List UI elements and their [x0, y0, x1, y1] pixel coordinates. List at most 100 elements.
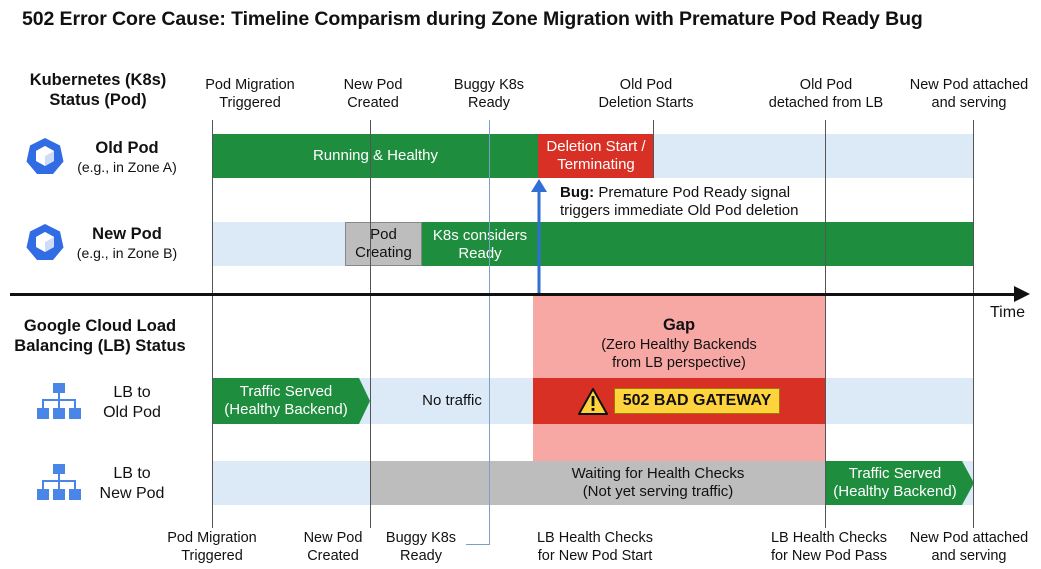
section-label-lb: Google Cloud Load Balancing (LB) Status [2, 316, 198, 356]
event-line: LB Health Checks [536, 530, 654, 546]
old-pod-terminating-segment: Deletion Start / Terminating [538, 134, 654, 178]
new-pod-creating-segment: Pod Creating [345, 222, 422, 266]
bug-annotation: Bug: Premature Pod Ready signal triggers… [560, 184, 798, 220]
bug-annotation-line: Bug: Premature Pod Ready signal [560, 184, 798, 202]
time-axis-arrowhead [1014, 286, 1030, 302]
top-event-new-pod-serving: New Pod attached and serving [899, 76, 1039, 112]
section-label-line: Google Cloud Load [23, 317, 177, 335]
kubernetes-cube-icon [26, 224, 64, 260]
old-pod-running-segment: Running & Healthy [213, 134, 538, 178]
row-label-lb-old-pod: LB to Old Pod [92, 383, 172, 423]
event-line: for New Pod Pass [770, 548, 888, 564]
segment-label: (Not yet serving traffic) [582, 483, 734, 500]
bottom-event-buggy-ready: Buggy K8s Ready [371, 529, 471, 565]
bottom-event-lb-checks-pass: LB Health Checks for New Pod Pass [754, 529, 904, 565]
buggy-ready-connector [466, 544, 490, 545]
top-event-migration: Pod Migration Triggered [170, 76, 330, 112]
event-line: Triggered [219, 95, 281, 111]
event-line: Ready [400, 548, 442, 564]
lb-new-waiting-segment: Waiting for Health Checks (Not yet servi… [371, 461, 825, 505]
segment-label: Ready [458, 245, 502, 262]
event-line: and serving [931, 95, 1007, 111]
row-label-line: New Pod [99, 485, 165, 502]
section-label-line: Balancing (LB) Status [14, 337, 186, 355]
gap-label: Gap (Zero Healthy Backends from LB persp… [533, 314, 825, 372]
segment-label: Traffic Served [239, 383, 333, 400]
segment-label: Pod [370, 226, 397, 243]
bad-gateway-badge: 502 BAD GATEWAY [613, 388, 781, 414]
bottom-event-migration: Pod Migration Triggered [142, 529, 282, 565]
event-line: detached from LB [768, 95, 884, 111]
event-line: Triggered [181, 548, 243, 564]
time-axis-label: Time [990, 304, 1025, 321]
row-name: New Pod [92, 225, 162, 243]
event-line: New Pod attached [909, 77, 1029, 93]
event-line-new-pod-created [370, 120, 371, 528]
warning-triangle-icon [577, 387, 608, 415]
top-event-old-pod-deletion: Old Pod Deletion Starts [576, 76, 716, 112]
segment-label: (Healthy Backend) [833, 483, 957, 500]
diagram-title: 502 Error Core Cause: Timeline Comparism… [22, 8, 923, 30]
lb-new-traffic-arrow-shape [825, 461, 974, 505]
segment-label: Waiting for Health Checks [571, 465, 745, 482]
row-label-line: LB to [113, 465, 151, 482]
section-label-line: Status (Pod) [49, 91, 147, 109]
event-line: Old Pod [619, 77, 673, 93]
event-line: Buggy K8s [385, 530, 457, 546]
row-label-line: Old Pod [103, 404, 161, 421]
row-label-old-pod: Old Pod (e.g., in Zone A) [62, 138, 192, 176]
row-subtitle: (e.g., in Zone B) [76, 245, 178, 261]
load-balancer-icon [37, 383, 81, 419]
lb-new-traffic-served-segment: Traffic Served (Healthy Backend) [825, 461, 965, 505]
section-label-line: Kubernetes (K8s) [29, 71, 167, 89]
section-label-k8s: Kubernetes (K8s) Status (Pod) [18, 70, 178, 110]
event-line: Pod Migration [167, 530, 257, 546]
event-line: New Pod attached [909, 530, 1029, 546]
new-pod-ready-label: K8s considers Ready [422, 227, 538, 263]
time-axis [10, 293, 1016, 296]
load-balancer-icon [37, 464, 81, 500]
lb-old-no-traffic-segment: No traffic [371, 378, 533, 424]
bottom-event-new-pod-serving: New Pod attached and serving [899, 529, 1039, 565]
segment-label: Traffic Served [848, 465, 942, 482]
event-line: Ready [468, 95, 510, 111]
bug-label: Bug: [560, 184, 595, 201]
segment-label: K8s considers [432, 227, 528, 244]
event-line-old-pod-detached [825, 120, 826, 528]
event-line-migration [212, 120, 213, 528]
event-line: Old Pod [799, 77, 853, 93]
event-line: New Pod [303, 530, 363, 546]
event-line: Pod Migration [205, 77, 295, 93]
event-line: New Pod [343, 77, 403, 93]
row-subtitle: (e.g., in Zone A) [77, 159, 177, 175]
bottom-event-lb-checks-start: LB Health Checks for New Pod Start [520, 529, 670, 565]
bottom-event-new-pod-created: New Pod Created [283, 529, 383, 565]
event-line: Created [347, 95, 399, 111]
segment-label: Creating [355, 244, 412, 261]
event-line: Deletion Starts [598, 95, 694, 111]
top-event-old-pod-detached: Old Pod detached from LB [756, 76, 896, 112]
event-line-buggy-ready [489, 120, 490, 544]
bug-arrow-icon [531, 179, 547, 294]
lb-old-traffic-served-segment: Traffic Served (Healthy Backend) [213, 378, 359, 424]
new-pod-ready-segment: K8s considers Ready [422, 222, 973, 266]
bug-text: Premature Pod Ready signal [594, 184, 791, 201]
event-line: Created [307, 548, 359, 564]
row-name: Old Pod [95, 139, 159, 157]
event-line: LB Health Checks [770, 530, 888, 546]
segment-label: (Healthy Backend) [224, 401, 348, 418]
event-line: and serving [931, 548, 1007, 564]
segment-label: Running & Healthy [312, 147, 439, 164]
top-event-buggy-ready: Buggy K8s Ready [429, 76, 549, 112]
bug-annotation-line: triggers immediate Old Pod deletion [560, 202, 799, 219]
segment-label: Deletion Start / [546, 138, 646, 155]
event-line-new-pod-serving [973, 120, 974, 528]
segment-label: Terminating [557, 156, 635, 173]
kubernetes-cube-icon [26, 138, 64, 174]
row-label-line: LB to [113, 384, 151, 401]
lb-old-traffic-arrow-shape [213, 378, 370, 424]
event-line-old-pod-deletion [653, 120, 654, 178]
event-line: for New Pod Start [537, 548, 653, 564]
row-label-new-pod: New Pod (e.g., in Zone B) [62, 224, 192, 262]
